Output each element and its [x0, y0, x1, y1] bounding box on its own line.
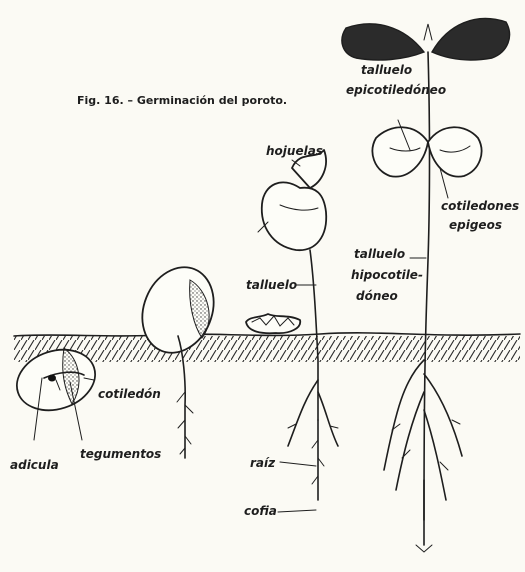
hipo-label-line3: dóneo — [356, 289, 398, 303]
epi-label-line1: talluelo — [361, 63, 412, 77]
tegumentos-label: tegumentos — [80, 447, 161, 461]
figure-caption: Fig. 16. – Germinación del poroto. — [77, 94, 287, 107]
seed-coat — [246, 314, 300, 333]
radicula-label: adicula — [10, 458, 59, 472]
soil-line — [14, 333, 520, 362]
cotiledones-label-line1: cotiledones — [441, 199, 519, 213]
raiz-label: raíz — [250, 456, 276, 470]
cotiledon-label: cotiledón — [98, 387, 161, 401]
epi-label-line2: epicotiledóneo — [346, 83, 446, 97]
seedling-stage-4 — [342, 19, 510, 552]
talluelo-label: talluelo — [246, 278, 297, 292]
hipo-label-line1: talluelo — [354, 247, 405, 261]
hojuelas-label: hojuelas — [266, 144, 323, 158]
hipo-label-line2: hipocotile- — [351, 268, 423, 282]
cotiledones-label-line2: epigeos — [449, 218, 502, 232]
cofia-label: cofia — [244, 504, 277, 518]
